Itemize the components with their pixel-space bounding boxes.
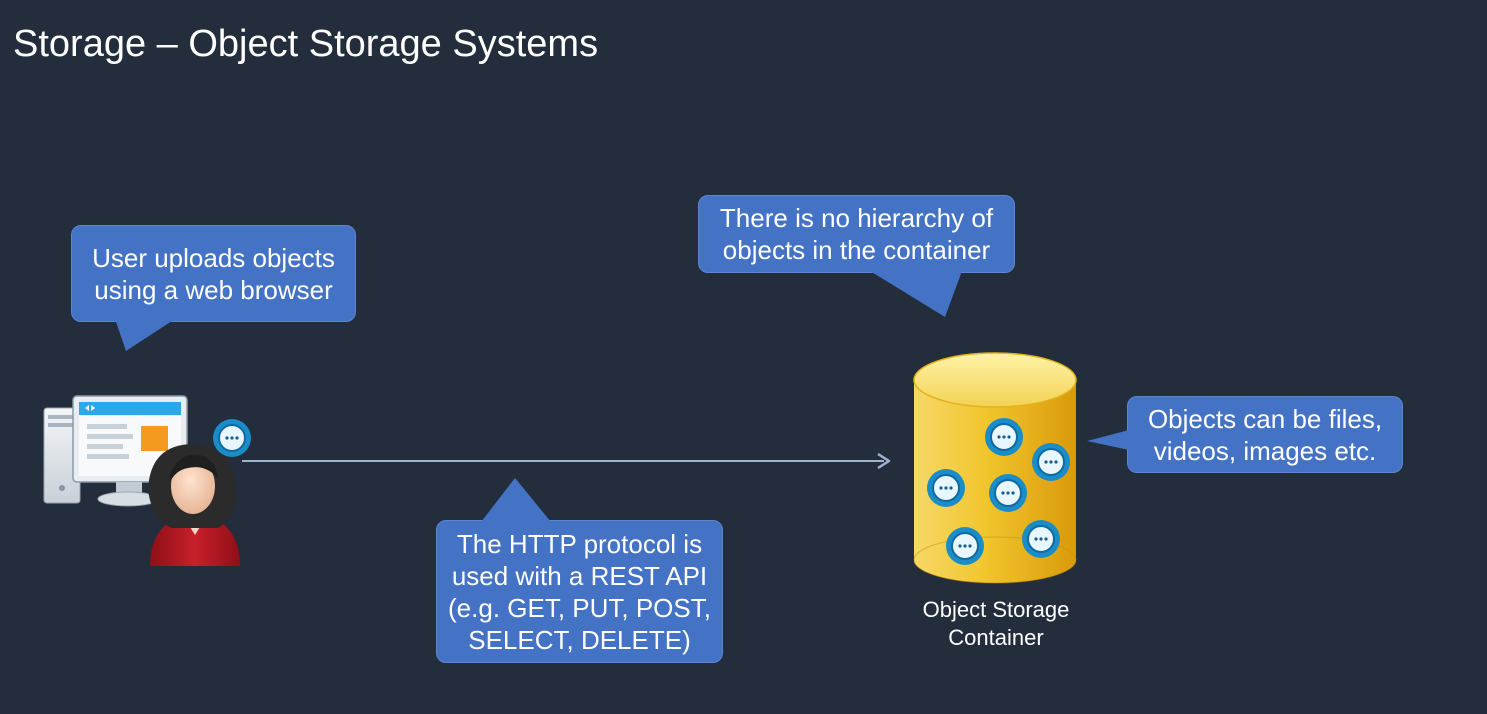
- object-icon: [985, 418, 1023, 456]
- object-icon: [927, 469, 965, 507]
- container-label-line: Container: [948, 625, 1044, 650]
- callout-line: Objects can be files,: [1147, 403, 1383, 434]
- object-icon: [946, 527, 984, 565]
- slide-title: Storage – Object Storage Systems: [13, 23, 599, 65]
- callout-line: videos, images etc.: [1153, 435, 1377, 466]
- callout-line: User uploads objects: [92, 242, 335, 273]
- callout-user-uploads: User uploads objects using a web browser: [71, 225, 356, 322]
- callout-line: objects in the container: [722, 235, 991, 265]
- upload-arrow: [242, 452, 891, 470]
- callout-line: There is no hierarchy of: [719, 203, 994, 233]
- callout-line: (e.g. GET, PUT, POST,: [448, 592, 711, 623]
- object-icon: [1022, 520, 1060, 558]
- object-icon: [1032, 443, 1070, 481]
- callout-no-hierarchy: There is no hierarchy of objects in the …: [698, 195, 1015, 273]
- container-label-line: Object Storage: [922, 597, 1070, 622]
- callout-http-rest-api: The HTTP protocol is used with a REST AP…: [436, 520, 723, 663]
- callout-line: used with a REST API: [451, 560, 708, 591]
- object-icon: [213, 419, 251, 457]
- container-label: Object Storage Container: [896, 596, 1096, 652]
- callout-line: SELECT, DELETE): [468, 624, 691, 655]
- object-icon: [989, 474, 1027, 512]
- user-at-computer-icon: [43, 395, 251, 566]
- callout-objects-types: Objects can be files, videos, images etc…: [1127, 396, 1403, 473]
- callout-line: using a web browser: [94, 274, 333, 305]
- callout-line: The HTTP protocol is: [456, 528, 703, 559]
